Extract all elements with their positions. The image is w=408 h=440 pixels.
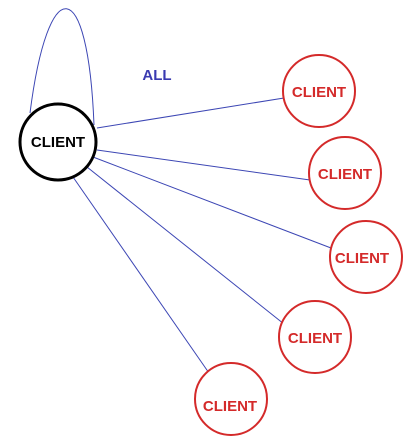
target-client-label: CLIENT [292,84,346,101]
edge-to-client-5 [72,176,210,374]
edge-to-client-3 [92,156,332,249]
target-client-node: CLIENT [278,300,352,374]
source-client-label: CLIENT [31,134,85,151]
self-loop-edge [29,8,95,126]
target-client-label: CLIENT [318,166,372,183]
target-client-node: CLIENT [194,362,268,436]
edge-to-client-1 [96,97,285,129]
edge-to-client-2 [96,149,311,181]
broadcast-label: ALL [142,67,171,84]
target-client-label: CLIENT [288,330,342,347]
target-client-node: CLIENT [308,136,382,210]
target-client-label: CLIENT [335,250,389,267]
edge-to-client-4 [86,166,285,325]
target-client-node: CLIENT [329,220,403,294]
target-client-node: CLIENT [282,54,356,128]
target-client-label: CLIENT [203,398,257,415]
source-client-node: CLIENT [18,102,98,182]
